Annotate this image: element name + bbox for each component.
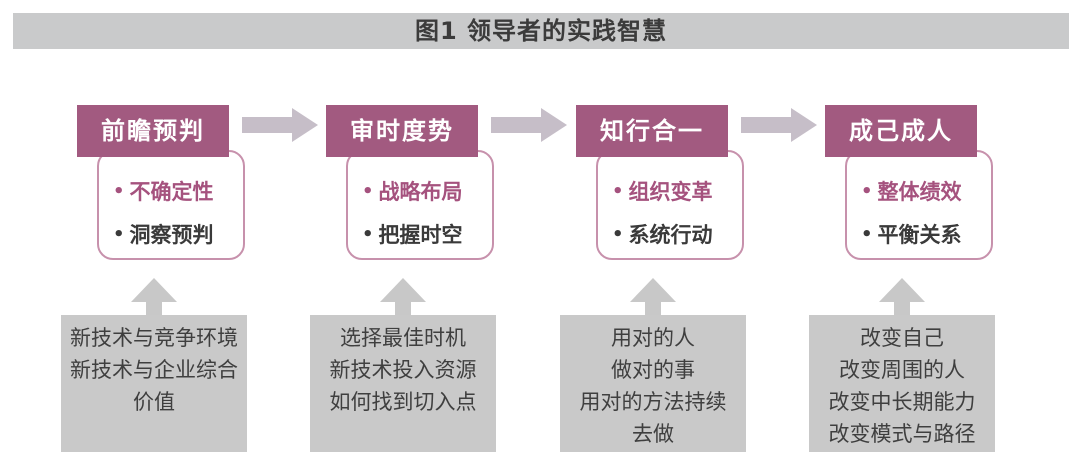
bullet-dot-icon: • [612, 223, 624, 245]
right-arrow-stem [491, 117, 541, 133]
factors-box: 新技术与竞争环境 新技术与企业综合 价值 [61, 315, 247, 452]
factor-line: 新技术与企业综合 [70, 358, 238, 382]
factor-line: 如何找到切入点 [329, 390, 477, 414]
flow-column-1: 前瞻预判 • 不确定性 • 洞察预判 新技术与竞争环境 新技术与企业综合 价值 [61, 0, 327, 469]
factor-line: 改变自己 [860, 326, 944, 350]
bullet-dot-icon: • [362, 223, 374, 245]
factor-line: 用对的人 [611, 326, 695, 350]
bullet-text: 洞察预判 [129, 223, 214, 247]
right-arrow-stem [741, 117, 791, 133]
factors-box: 用对的人 做对的事 用对的方法持续 去做 [560, 315, 746, 452]
bullet-text: 系统行动 [628, 223, 713, 247]
bullet-row: • 系统行动 [612, 219, 742, 249]
bullet-dot-icon: • [113, 223, 125, 245]
flow-column-2: 审时度势 • 战略布局 • 把握时空 选择最佳时机 新技术投入资源 如何找到切入… [310, 0, 576, 469]
stage-points-box: • 不确定性 • 洞察预判 [97, 150, 245, 260]
figure-title: 图1 领导者的实践智慧 [13, 13, 1069, 49]
flow-column-3: 知行合一 • 组织变革 • 系统行动 用对的人 做对的事 用对的方法持续 去做 [560, 0, 826, 469]
factor-line: 改变中长期能力 [828, 390, 976, 414]
factor-line: 新技术投入资源 [329, 358, 477, 382]
bullet-text: 把握时空 [378, 223, 463, 247]
bullet-row: • 把握时空 [362, 219, 492, 249]
factor-line: 改变周围的人 [839, 358, 965, 382]
bullet-row: • 整体绩效 [861, 176, 991, 206]
stage-points-box: • 组织变革 • 系统行动 [596, 150, 744, 260]
bullet-text: 整体绩效 [877, 180, 962, 204]
factor-line: 去做 [632, 422, 674, 446]
stage-points-box: • 整体绩效 • 平衡关系 [845, 150, 993, 260]
up-arrow-stem [146, 301, 162, 316]
right-arrow-head [791, 108, 817, 142]
bullet-row: • 组织变革 [612, 176, 742, 206]
stage-header: 前瞻预判 [77, 105, 229, 157]
factor-line: 选择最佳时机 [340, 326, 466, 350]
right-arrow-stem [242, 117, 292, 133]
up-arrow-stem [645, 301, 661, 316]
up-arrow-stem [395, 301, 411, 316]
factor-line: 新技术与竞争环境 [70, 326, 238, 350]
up-arrow-icon [630, 278, 676, 302]
bullet-dot-icon: • [861, 223, 873, 245]
bullet-text: 不确定性 [129, 180, 214, 204]
bullet-dot-icon: • [113, 180, 125, 202]
stage-header: 成己成人 [825, 105, 977, 157]
factor-line: 改变模式与路径 [828, 422, 976, 446]
bullet-row: • 平衡关系 [861, 219, 991, 249]
up-arrow-stem [894, 301, 910, 316]
right-arrow-head [541, 108, 567, 142]
bullet-text: 平衡关系 [877, 223, 962, 247]
up-arrow-icon [380, 278, 426, 302]
right-arrow-head [292, 108, 318, 142]
bullet-dot-icon: • [612, 180, 624, 202]
bullet-row: • 洞察预判 [113, 219, 243, 249]
up-arrow-icon [879, 278, 925, 302]
bullet-dot-icon: • [362, 180, 374, 202]
factors-box: 改变自己 改变周围的人 改变中长期能力 改变模式与路径 [809, 315, 995, 452]
bullet-text: 战略布局 [378, 180, 463, 204]
bullet-row: • 战略布局 [362, 176, 492, 206]
bullet-text: 组织变革 [628, 180, 713, 204]
stage-header: 知行合一 [576, 105, 728, 157]
bullet-dot-icon: • [861, 180, 873, 202]
factors-box: 选择最佳时机 新技术投入资源 如何找到切入点 [310, 315, 496, 452]
up-arrow-icon [131, 278, 177, 302]
stage-points-box: • 战略布局 • 把握时空 [346, 150, 494, 260]
bullet-row: • 不确定性 [113, 176, 243, 206]
factor-line: 用对的方法持续 [579, 390, 727, 414]
factor-line: 价值 [133, 390, 175, 414]
stage-header: 审时度势 [326, 105, 478, 157]
flow-column-4: 成己成人 • 整体绩效 • 平衡关系 改变自己 改变周围的人 改变中长期能力 改… [809, 0, 1075, 469]
factor-line: 做对的事 [611, 358, 695, 382]
